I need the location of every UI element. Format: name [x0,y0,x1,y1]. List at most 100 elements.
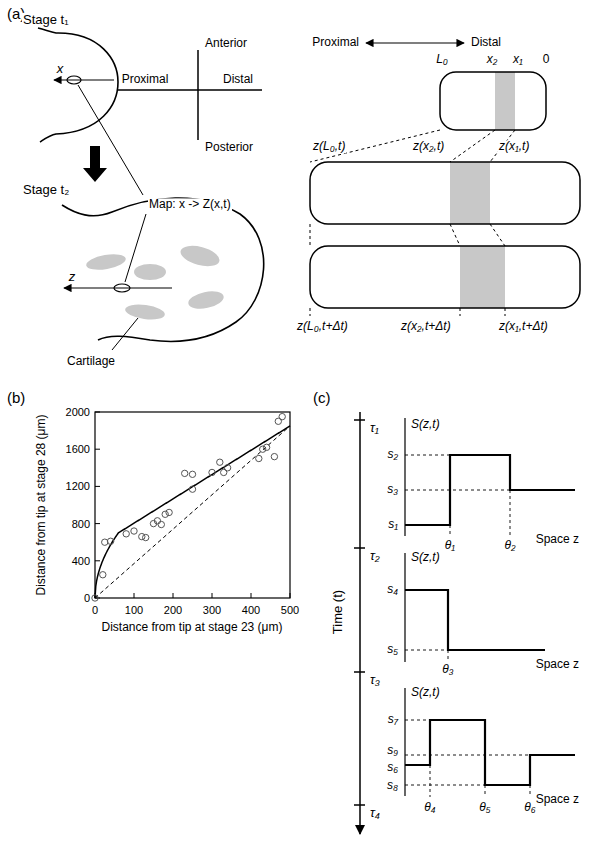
tick-label: 1200 [65,480,91,492]
data-points [92,413,286,601]
data-point [162,511,168,517]
dashed-line [405,455,450,456]
data-point [189,471,195,477]
tick [212,593,213,598]
map-label: Map: x -> Z(x,t) [148,198,232,211]
axis-title: Space z [535,793,580,806]
data-point [260,446,266,452]
data-point [107,538,113,544]
leader-line [112,318,138,350]
dashed-line [505,308,506,316]
position-label: z(L₀,t) [312,140,346,153]
limb-outline [62,198,264,341]
tick [95,560,100,561]
s-axis [404,688,405,796]
data-point [100,572,106,578]
data-point [154,518,160,524]
position-label: z(x₁,t) [498,140,530,153]
data-point [271,453,277,459]
tick-label: 2000 [65,406,91,418]
tick [354,419,365,421]
tick-label: 100 [124,604,144,616]
boundary-label: θ₄ [423,801,436,814]
tick [95,523,100,524]
dashed-line [450,130,495,162]
dashed-line [405,490,510,491]
axis-title: Distance from tip at stage 28 (μm) [35,414,48,597]
position-label: x₁ [512,53,524,66]
direction-label: Posterior [204,141,254,154]
data-point [123,531,129,537]
position-label: z(x₁,t+Δt) [498,320,549,333]
time-ticks [354,420,365,805]
tick [173,593,174,598]
data-point [224,465,230,471]
axis-title: Space z [535,533,580,546]
tick [290,593,291,598]
cartilage-label: Cartilage [66,355,116,368]
direction-label: Distal [470,36,502,49]
guide-dashes [405,455,530,797]
level-label: s₂ [386,448,399,461]
level-label: s₉ [386,744,399,757]
position-label: x₂ [486,53,499,66]
tick [95,449,100,450]
tick-label: 0 [83,592,91,604]
level-label: s₅ [386,643,399,656]
level-label: s₆ [386,761,399,774]
panel-letter: (c) [312,390,332,407]
tick-label: 0 [91,604,99,616]
position-label: z(x₂,t+Δt) [400,320,452,333]
level-label: s₈ [386,779,399,792]
function-label: S(z,t) [410,551,441,564]
fit-curve [95,426,290,598]
tick [354,547,365,549]
tick [95,486,100,487]
compass-line [197,50,199,140]
level-label: s₄ [386,583,399,596]
direction-label: Distal [222,73,254,86]
cartilage-blob [187,288,226,311]
stage-label: Stage t₂ [22,183,70,197]
block-arrow [83,146,107,182]
dashed-line [310,308,311,316]
level-label: s₁ [387,518,399,531]
tissue-band [450,162,490,224]
stage-label: Stage t₁ [22,13,70,27]
data-point [166,509,172,515]
position-label: L₀ [435,53,449,66]
axis-arrow [64,287,172,288]
step-profile [405,455,575,525]
plot-frame [95,412,290,598]
data-point [158,521,164,527]
tick-label: 400 [241,604,261,616]
dashed-line [430,765,431,797]
tissue-band [460,246,505,308]
data-point [217,459,223,465]
data-point [279,413,285,419]
map-dashes [310,130,515,316]
leader-line [78,85,143,195]
direction-label: Anterior [204,37,248,50]
tick [354,671,365,673]
time-label: τ₁ [369,421,380,435]
limb-bar [440,72,546,130]
tick-label: 500 [280,604,300,616]
dashed-line [405,720,430,721]
data-point [256,455,262,461]
level-label: s₃ [386,483,399,496]
function-label: S(z,t) [410,686,441,699]
tick [95,412,100,413]
data-point [189,486,195,492]
dashed-line [405,755,530,756]
cartilage-blob [134,264,166,280]
data-point [102,539,108,545]
cartilage-blob [178,242,221,270]
limb-bar [310,162,580,224]
function-label: S(z,t) [410,418,441,431]
tick [251,593,252,598]
panel-letter: (b) [6,390,26,407]
limb-bar [310,246,580,308]
time-label: τ₃ [369,673,381,687]
